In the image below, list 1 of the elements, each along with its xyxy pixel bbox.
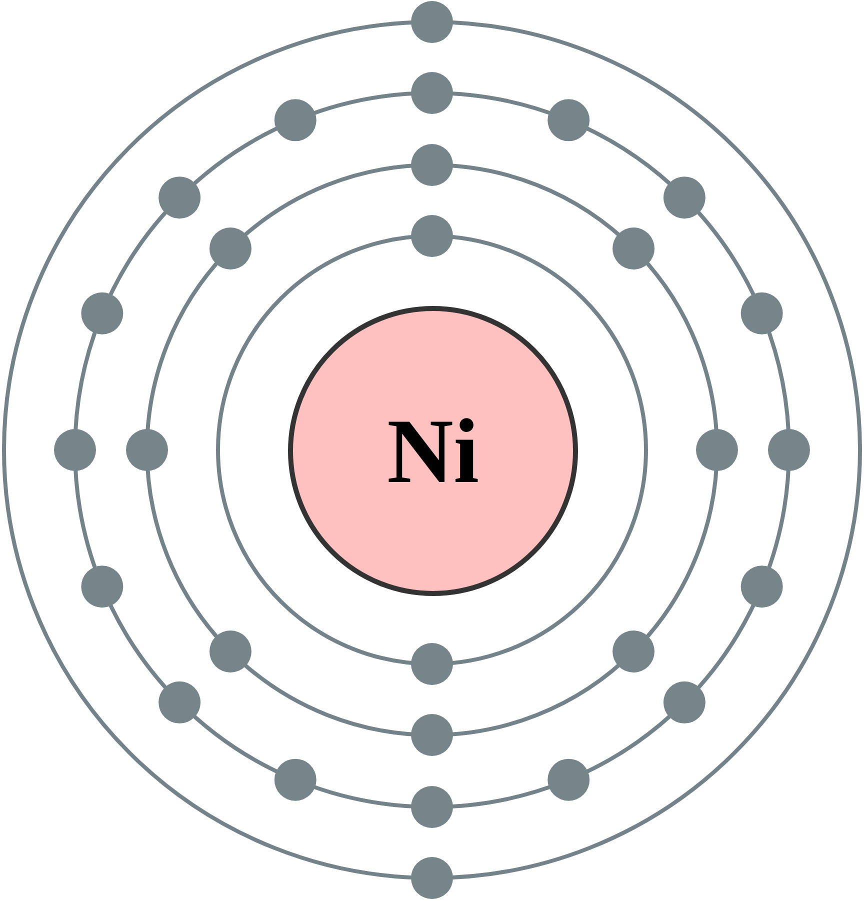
element-symbol: Ni — [387, 405, 479, 497]
